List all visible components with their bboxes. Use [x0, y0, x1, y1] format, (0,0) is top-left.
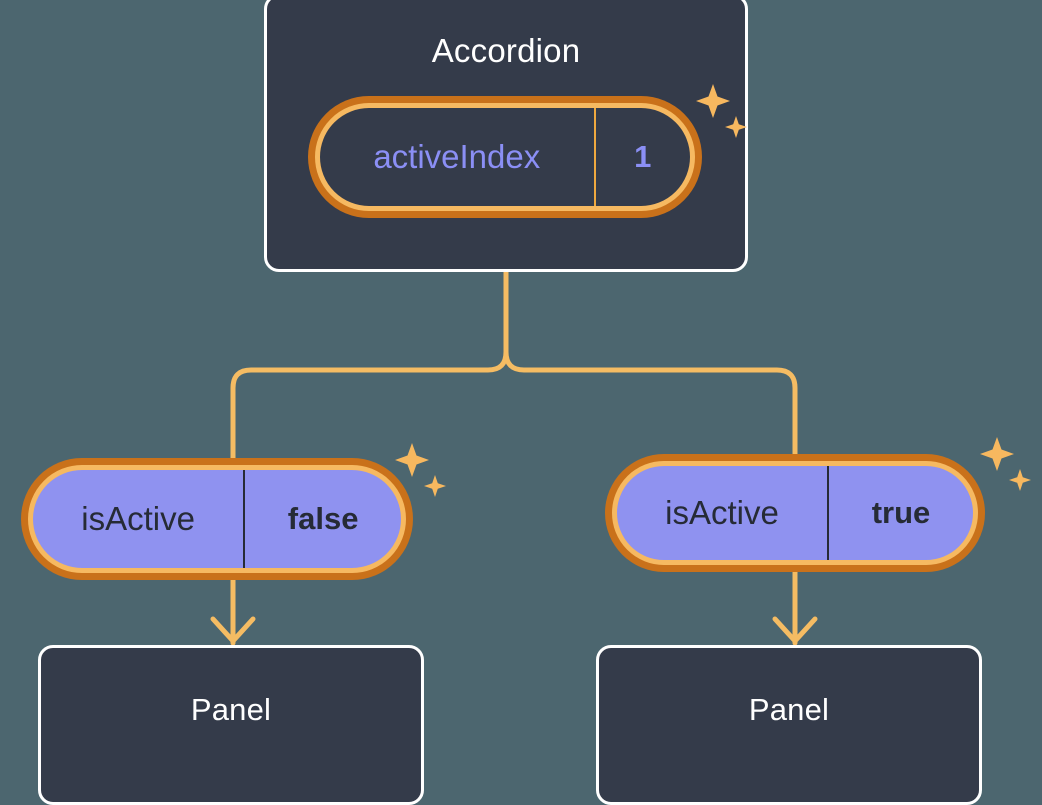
- arrow-head-left-icon: [210, 616, 256, 644]
- panel-title-right: Panel: [748, 692, 830, 727]
- state-pill-isactive-right[interactable]: isActive true: [612, 461, 978, 565]
- state-pill-activeindex[interactable]: activeIndex 1: [315, 103, 695, 211]
- panel-component-right[interactable]: Panel: [596, 645, 982, 805]
- connector-root-to-right-pill: [503, 269, 798, 461]
- state-pill-isactive-left[interactable]: isActive false: [28, 465, 406, 573]
- state-key-isactive-left: isActive: [33, 470, 246, 568]
- state-key-activeindex: activeIndex: [320, 108, 596, 206]
- sparkle-right-pill-icon: [980, 437, 1031, 491]
- state-value-isactive-right: true: [871, 495, 931, 530]
- panel-component-left[interactable]: Panel: [38, 645, 424, 805]
- diagram-canvas: Accordion activeIndex 1 isActive false P…: [28, 0, 1031, 805]
- arrow-head-right-icon: [772, 616, 818, 644]
- connector-root-to-left-pill: [230, 269, 509, 465]
- state-value-activeindex: 1: [634, 139, 652, 174]
- state-value-isactive-left: false: [287, 501, 359, 536]
- panel-title-left: Panel: [190, 692, 272, 727]
- state-key-isactive-right: isActive: [617, 466, 830, 560]
- accordion-title: Accordion: [431, 32, 581, 69]
